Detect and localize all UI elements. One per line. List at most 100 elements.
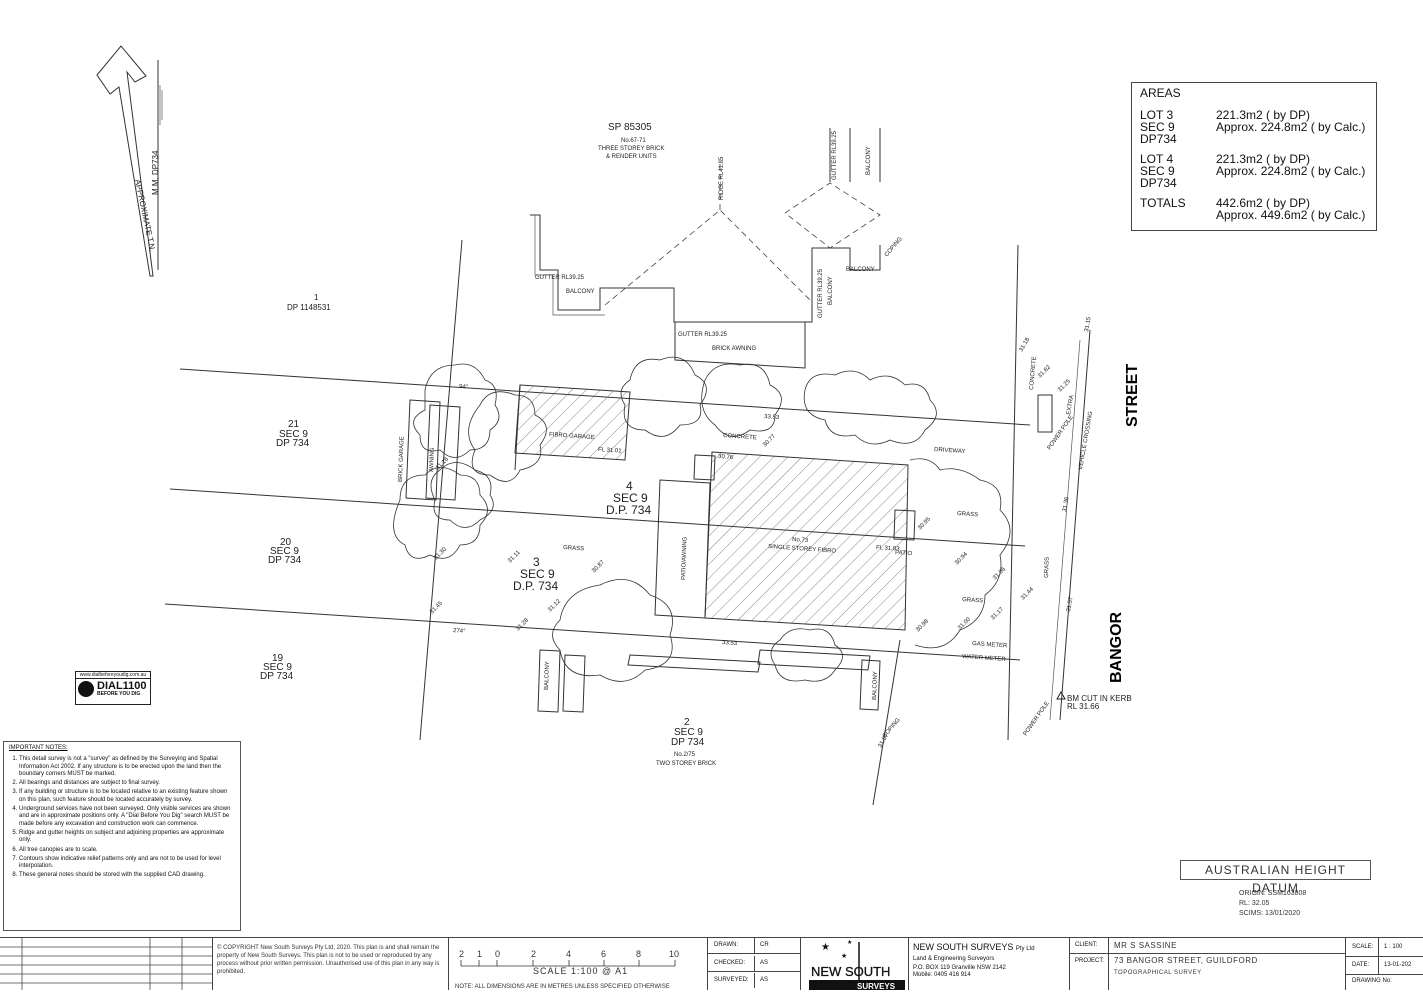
concrete-label-2: CONCRETE xyxy=(1029,356,1038,390)
note-item: All tree canopies are to scale. xyxy=(19,847,235,854)
areas-value: 442.6m2 ( by DP) xyxy=(1216,196,1311,210)
drawn-value: CR xyxy=(760,942,769,948)
level: 31.12 xyxy=(547,598,562,613)
scale-bar: 2 1 0 2 4 6 8 10 SCALE 1:100 @ A1 NOTE: … xyxy=(448,938,706,990)
dig-logo-icon xyxy=(78,681,94,697)
project-sub: TOPOGRAPHICAL SURVEY xyxy=(1114,970,1202,976)
note-item: This detail survey is not a "survey" as … xyxy=(19,756,235,778)
level: 31.62 xyxy=(1037,364,1052,379)
driveway-label: DRIVEWAY xyxy=(934,447,966,455)
lot1-dp: DP 1148531 xyxy=(287,303,331,312)
north-arrow-icon: APPROXIMATE T.N. M.M. DP734 xyxy=(96,45,163,277)
areas-value: Approx. 449.6m2 ( by Calc.) xyxy=(1216,208,1366,222)
scale-date-block: SCALE:1 : 100 DATE:13-01-202 DRAWING No: xyxy=(1345,938,1423,990)
gutter-label-4: GUTTER RL39.25 xyxy=(678,332,728,338)
gutter-label-2: GUTTER RL39.25 xyxy=(832,130,838,180)
level: 31.36 xyxy=(1062,496,1071,512)
scale-bar-graphic: 2 1 0 2 4 6 8 10 xyxy=(459,949,679,967)
drawn-key: DRAWN: xyxy=(714,942,739,948)
level: 30.95 xyxy=(917,516,932,531)
level: 31.06 xyxy=(992,566,1007,581)
sp-desc-3: & RENDER UNITS xyxy=(606,154,657,160)
level: 31.00 xyxy=(957,616,972,631)
bm-label-2: RL 31.66 xyxy=(1067,702,1100,711)
scale-tick: 6 xyxy=(601,949,606,959)
patio-label: PATIO xyxy=(895,550,913,557)
lot19-b: SEC 9 xyxy=(263,662,292,673)
dimension-note: NOTE: ALL DIMENSIONS ARE IN METRES UNLES… xyxy=(455,984,670,990)
level: 31.11 xyxy=(507,549,522,564)
scale-label: SCALE 1:100 @ A1 xyxy=(533,966,629,976)
bm-label-1: BM CUT IN KERB xyxy=(1067,694,1132,703)
brick-garage-label: BRICK GARAGE xyxy=(398,436,406,482)
important-notes: IMPORTANT NOTES: This detail survey is n… xyxy=(3,741,241,931)
fl-1-label: FL 31.01 xyxy=(598,447,622,455)
house-label-1: No.73 xyxy=(792,537,809,544)
patio-awning-label: PATIO/AWNING xyxy=(681,536,689,580)
project-key: PROJECT: xyxy=(1075,958,1105,964)
note-item: Ridge and gutter heights on subject and … xyxy=(19,830,235,845)
note-item: If any building or structure is to be lo… xyxy=(19,789,235,804)
balcony-label-6: BALCONY xyxy=(872,671,879,700)
level: 31.30 xyxy=(433,546,448,561)
sp-desc-2: THREE STOREY BRICK xyxy=(598,146,664,152)
tree-canopies xyxy=(393,356,1011,682)
gutter-label-3: GUTTER RL39.25 xyxy=(818,268,824,318)
datum-title: AUSTRALIAN HEIGHT DATUM xyxy=(1180,860,1371,895)
grass-label-1: GRASS xyxy=(563,545,584,552)
date-key: DATE: xyxy=(1352,962,1370,968)
level: 30.87 xyxy=(591,559,606,574)
awning-label: AWNING xyxy=(429,447,436,472)
title-block: © COPYRIGHT New South Surveys Pty Ltd, 2… xyxy=(0,937,1423,991)
svg-text:★: ★ xyxy=(821,942,830,953)
dbyd-small: BEFORE YOU DIG xyxy=(97,691,141,697)
ridge-label: RIDGE RL41.85 xyxy=(719,156,725,200)
level: 31.17 xyxy=(990,606,1005,621)
lot19-c: DP 734 xyxy=(260,671,294,682)
power-pole-label-2: POWER POLE xyxy=(1023,701,1051,737)
surveyed-key: SURVEYED: xyxy=(714,977,749,983)
scale-tick: 1 xyxy=(477,949,482,959)
dbyd-big: DIAL1100 xyxy=(97,680,147,692)
grass-label-2: GRASS xyxy=(957,511,978,518)
datum-origin: ORIGIN: SSM163808 xyxy=(1239,890,1307,897)
level: 31.15 xyxy=(1084,316,1093,332)
dimension: 33.53 xyxy=(764,414,780,421)
lot4-c: D.P. 734 xyxy=(606,503,651,517)
note-item: These general notes should be stored wit… xyxy=(19,872,235,879)
level: 31.28 xyxy=(515,617,530,632)
scale-tick: 10 xyxy=(669,949,679,959)
sp-desc-1: No.67-71 xyxy=(621,138,646,144)
level: 31.44 xyxy=(1020,586,1035,601)
water-meter-label: WATER METER xyxy=(962,654,1007,663)
areas-value: Approx. 224.8m2 ( by Calc.) xyxy=(1216,164,1366,178)
structures: BRICK GARAGE AWNING FIBRO GARAGE FL 31.0… xyxy=(398,356,1094,739)
balcony-label-1: BALCONY xyxy=(566,289,595,295)
neighbour-building-sp85305: SP 85305 No.67-71 THREE STOREY BRICK & R… xyxy=(530,122,904,369)
company-logo: ★ ★ ★ NEW SOUTH SURVEYS xyxy=(800,938,908,991)
fibro-garage-label: FIBRO GARAGE xyxy=(549,432,595,441)
company-details: NEW SOUTH SURVEYS Pty Ltd Land & Enginee… xyxy=(908,938,1068,990)
areas-key: DP734 xyxy=(1140,176,1177,190)
revision-grid-lines xyxy=(0,938,212,990)
grass-label-3: GRASS xyxy=(962,597,983,604)
lot2-desc-1: No.2/75 xyxy=(674,752,696,758)
lot20-c: DP 734 xyxy=(268,555,302,566)
dimension: 94° xyxy=(459,384,469,391)
areas-key: DP734 xyxy=(1140,132,1177,146)
lot1-num: 1 xyxy=(314,293,319,302)
lot3-a: 3 xyxy=(533,555,540,569)
lot2-b: SEC 9 xyxy=(674,727,703,738)
lot4-a: 4 xyxy=(626,479,633,493)
lot2-a: 2 xyxy=(684,717,690,728)
checked-key: CHECKED: xyxy=(714,960,746,966)
areas-value: 221.3m2 ( by DP) xyxy=(1216,152,1311,166)
